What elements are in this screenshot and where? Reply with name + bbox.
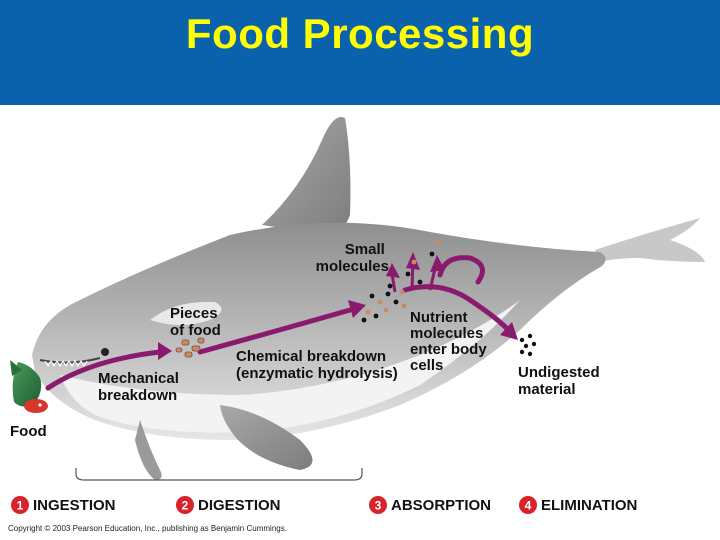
- label-nutrient-molecules: Nutrient molecules enter body cells: [410, 309, 491, 374]
- eye-patch: [150, 301, 222, 325]
- orca-illustration: [32, 116, 705, 480]
- stage-digestion: 2 DIGESTION: [176, 496, 281, 514]
- absorption-loop: [437, 255, 485, 285]
- title-bar: Food Processing: [0, 0, 720, 105]
- stage-badge-4: [519, 496, 537, 514]
- stage-badge-1: [11, 496, 29, 514]
- undigested-material-dots: [519, 333, 537, 357]
- belly-patch: [60, 300, 520, 433]
- pelvic-fin: [135, 420, 162, 480]
- label-undigested-material: Undigested material: [518, 364, 604, 398]
- copyright-notice: Copyright © 2003 Pearson Education, Inc.…: [8, 524, 287, 533]
- slide-title: Food Processing: [185, 10, 535, 57]
- stage-label-elimination: ELIMINATION: [541, 497, 637, 514]
- digestion-arrow: [197, 307, 353, 355]
- ingestion-arrow: [45, 349, 163, 391]
- label-chemical-breakdown: Chemical breakdown (enzymatic hydrolysis…: [236, 348, 398, 382]
- fish-food-icon: [10, 360, 48, 413]
- orca-eye: [101, 348, 109, 356]
- dorsal-fin: [262, 116, 351, 235]
- stage-number-1: 1: [17, 499, 24, 513]
- small-molecules-dots: [361, 239, 441, 323]
- stage-number-4: 4: [525, 499, 532, 513]
- pectoral-fin: [220, 405, 313, 470]
- label-mechanical-breakdown: Mechanical breakdown: [98, 370, 183, 404]
- stage-number-2: 2: [182, 499, 189, 513]
- stage-label-absorption: ABSORPTION: [391, 497, 491, 514]
- pieces-of-food-marks: [175, 337, 205, 358]
- digestive-path-arrows: [45, 255, 513, 391]
- stage-label-ingestion: INGESTION: [33, 497, 116, 514]
- digestion-bracket: [75, 468, 363, 481]
- orca-body: [32, 222, 606, 441]
- digestion-diagram: Small molecules Pieces of food Chemical …: [10, 116, 705, 514]
- stage-badge-2: [176, 496, 194, 514]
- stage-number-3: 3: [375, 499, 382, 513]
- tail-fluke: [595, 218, 705, 262]
- label-food: Food: [10, 423, 47, 440]
- orca-teeth: [44, 359, 88, 368]
- stage-ingestion: 1 INGESTION: [11, 496, 116, 514]
- stage-elimination: 4 ELIMINATION: [519, 496, 637, 514]
- stage-label-digestion: DIGESTION: [198, 497, 281, 514]
- label-pieces-of-food: Pieces of food: [170, 305, 222, 339]
- path-to-intestine: [402, 284, 513, 335]
- label-small-molecules: Small molecules: [316, 241, 389, 275]
- stage-absorption: 3 ABSORPTION: [369, 496, 491, 514]
- stage-badge-3: [369, 496, 387, 514]
